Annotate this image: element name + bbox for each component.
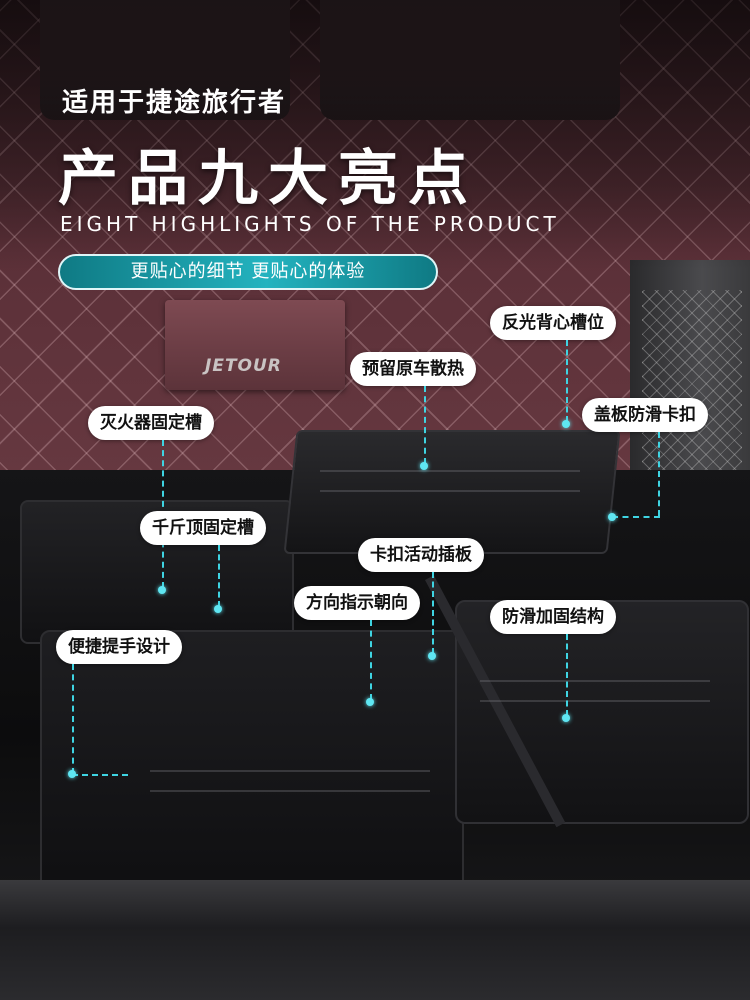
guide-line — [218, 545, 220, 607]
guide-dot — [608, 513, 616, 521]
callout-direction-indicator: 方向指示朝向 — [294, 586, 420, 620]
guide-line — [566, 340, 568, 422]
callout-fire-extinguisher-slot: 灭火器固定槽 — [88, 406, 214, 440]
brand-logo: JETOUR — [205, 356, 282, 376]
guide-dot — [428, 652, 436, 660]
english-title: EIGHT HIGHLIGHTS OF THE PRODUCT — [60, 212, 560, 236]
tray-groove — [150, 770, 430, 772]
guide-dot — [158, 586, 166, 594]
trunk-bumper — [0, 880, 750, 1000]
callout-antislip-reinforce: 防滑加固结构 — [490, 600, 616, 634]
guide-dot — [366, 698, 374, 706]
guide-line — [72, 774, 128, 776]
callout-handle-design: 便捷提手设计 — [56, 630, 182, 664]
tray-groove — [320, 470, 580, 472]
tray-groove — [480, 680, 710, 682]
seat-pocket — [165, 300, 345, 390]
guide-dot — [214, 605, 222, 613]
tray-groove — [480, 700, 710, 702]
guide-dot — [68, 770, 76, 778]
callout-cover-antislip-buckle: 盖板防滑卡扣 — [582, 398, 708, 432]
tray-top-compartment — [283, 430, 621, 554]
tagline-pill: 更贴心的细节 更贴心的体验 — [58, 254, 438, 290]
callout-reflective-vest-slot: 反光背心槽位 — [490, 306, 616, 340]
guide-line — [658, 432, 660, 516]
guide-line — [612, 516, 660, 518]
cargo-net — [642, 290, 742, 490]
tray-main-compartment — [40, 630, 464, 894]
tray-groove — [150, 790, 430, 792]
guide-line — [72, 664, 74, 774]
callout-buckle-insert-board: 卡扣活动插板 — [358, 538, 484, 572]
tray-groove — [320, 490, 580, 492]
subtitle: 适用于捷途旅行者 — [62, 88, 287, 118]
header-shade — [0, 0, 750, 270]
guide-line — [370, 620, 372, 700]
guide-line — [566, 634, 568, 716]
guide-dot — [562, 420, 570, 428]
callout-reserved-heat-vent: 预留原车散热 — [350, 352, 476, 386]
guide-line — [432, 572, 434, 654]
callout-jack-slot: 千斤顶固定槽 — [140, 511, 266, 545]
guide-dot — [562, 714, 570, 722]
guide-line — [424, 386, 426, 464]
page-title: 产品九大亮点 — [58, 144, 478, 214]
guide-dot — [420, 462, 428, 470]
